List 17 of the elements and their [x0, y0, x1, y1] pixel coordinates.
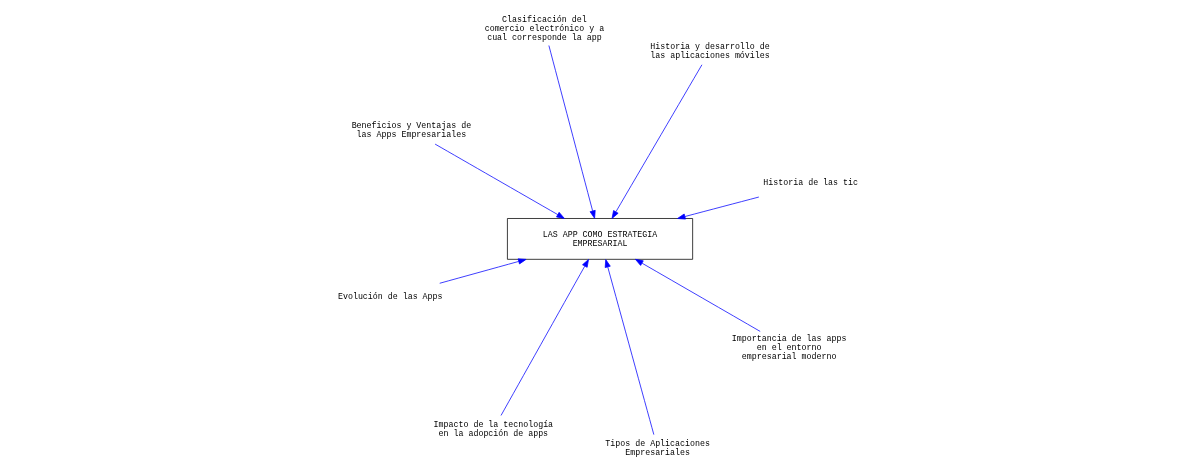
- node-text: Tipos de Aplicaciones Empresariales: [604, 438, 710, 457]
- node-text: Impacto de la tecnología en la adopción de apps: [433, 419, 553, 438]
- node-box: LAS APP COMO ESTRATEGIA EMPRESARIAL: [506, 217, 693, 260]
- node-text: Importancia de las apps en el entorno empresarial moderno: [731, 333, 846, 361]
- arrow: [500, 258, 589, 416]
- arrow: [548, 44, 596, 219]
- node-text: Historia de las tic: [762, 177, 858, 187]
- node-text: Historia y desarrollo de las aplicaciones móviles: [649, 41, 770, 60]
- arrow: [434, 143, 565, 219]
- arrow: [438, 257, 526, 284]
- node-text: Beneficios y Ventajas de las Apps Empresariales: [351, 120, 471, 139]
- arrow: [676, 196, 759, 219]
- node-text: Evolución de las Apps: [337, 291, 443, 301]
- arrow: [604, 258, 654, 435]
- arrow: [611, 63, 702, 219]
- arrow: [634, 258, 761, 332]
- node-text: Clasificación del comercio electrónico y a cual corresponde la app: [484, 14, 604, 42]
